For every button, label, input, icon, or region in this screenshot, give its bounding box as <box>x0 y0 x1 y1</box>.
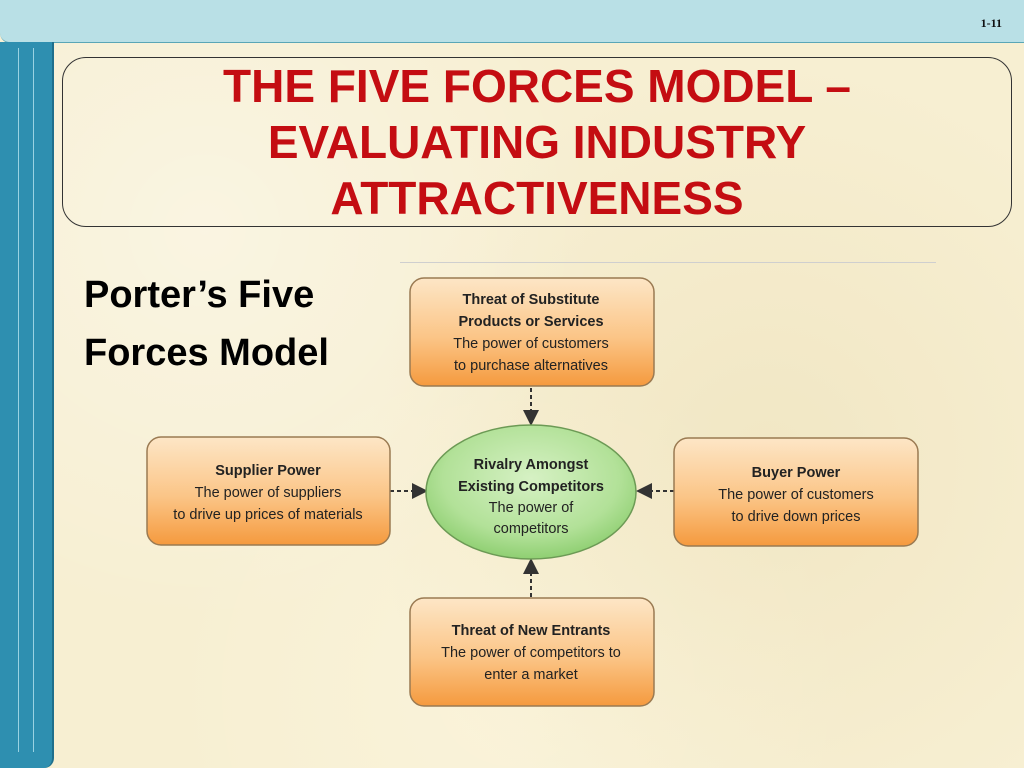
rivalry-title-1: Rivalry Amongst <box>474 457 589 473</box>
buyer-desc-1: The power of customers <box>718 487 874 503</box>
title-box: THE FIVE FORCES MODEL – EVALUATING INDUS… <box>62 57 1012 227</box>
supplier-desc-1: The power of suppliers <box>195 485 342 501</box>
top-bar: 1-11 <box>0 0 1024 43</box>
rivalry-title-2: Existing Competitors <box>458 479 604 495</box>
supplier-title: Supplier Power <box>215 463 321 479</box>
title-divider <box>400 262 936 263</box>
rivalry-desc-2: competitors <box>494 521 569 537</box>
rivalry-desc-1: The power of <box>489 500 575 516</box>
side-bar-line <box>18 48 19 752</box>
supplier-desc-2: to drive up prices of materials <box>173 507 362 523</box>
substitutes-desc-2: to purchase alternatives <box>454 358 608 374</box>
entrants-box: Threat of New Entrants The power of comp… <box>409 597 655 707</box>
substitutes-desc-1: The power of customers <box>453 336 609 352</box>
substitutes-box: Threat of Substitute Products or Service… <box>409 277 655 387</box>
buyer-title: Buyer Power <box>752 465 841 481</box>
subtitle-line-2: Forces Model <box>84 332 329 374</box>
buyer-box: Buyer Power The power of customers to dr… <box>673 437 919 547</box>
slide-title: THE FIVE FORCES MODEL – EVALUATING INDUS… <box>223 60 851 224</box>
entrants-desc-1: The power of competitors to <box>441 645 621 661</box>
slide-number: 1-11 <box>980 16 1002 30</box>
slide-subtitle: Porter’s Five Forces Model <box>84 266 384 382</box>
substitutes-title-2: Products or Services <box>458 314 603 330</box>
substitutes-title-1: Threat of Substitute <box>463 292 600 308</box>
side-bar <box>0 42 54 768</box>
buyer-desc-2: to drive down prices <box>732 509 861 525</box>
rivalry-ellipse: Rivalry Amongst Existing Competitors The… <box>425 424 637 560</box>
supplier-box: Supplier Power The power of suppliers to… <box>146 436 391 546</box>
subtitle-line-1: Porter’s Five <box>84 274 315 316</box>
side-bar-line <box>33 48 34 752</box>
entrants-title: Threat of New Entrants <box>452 623 611 639</box>
entrants-desc-2: enter a market <box>484 667 578 683</box>
